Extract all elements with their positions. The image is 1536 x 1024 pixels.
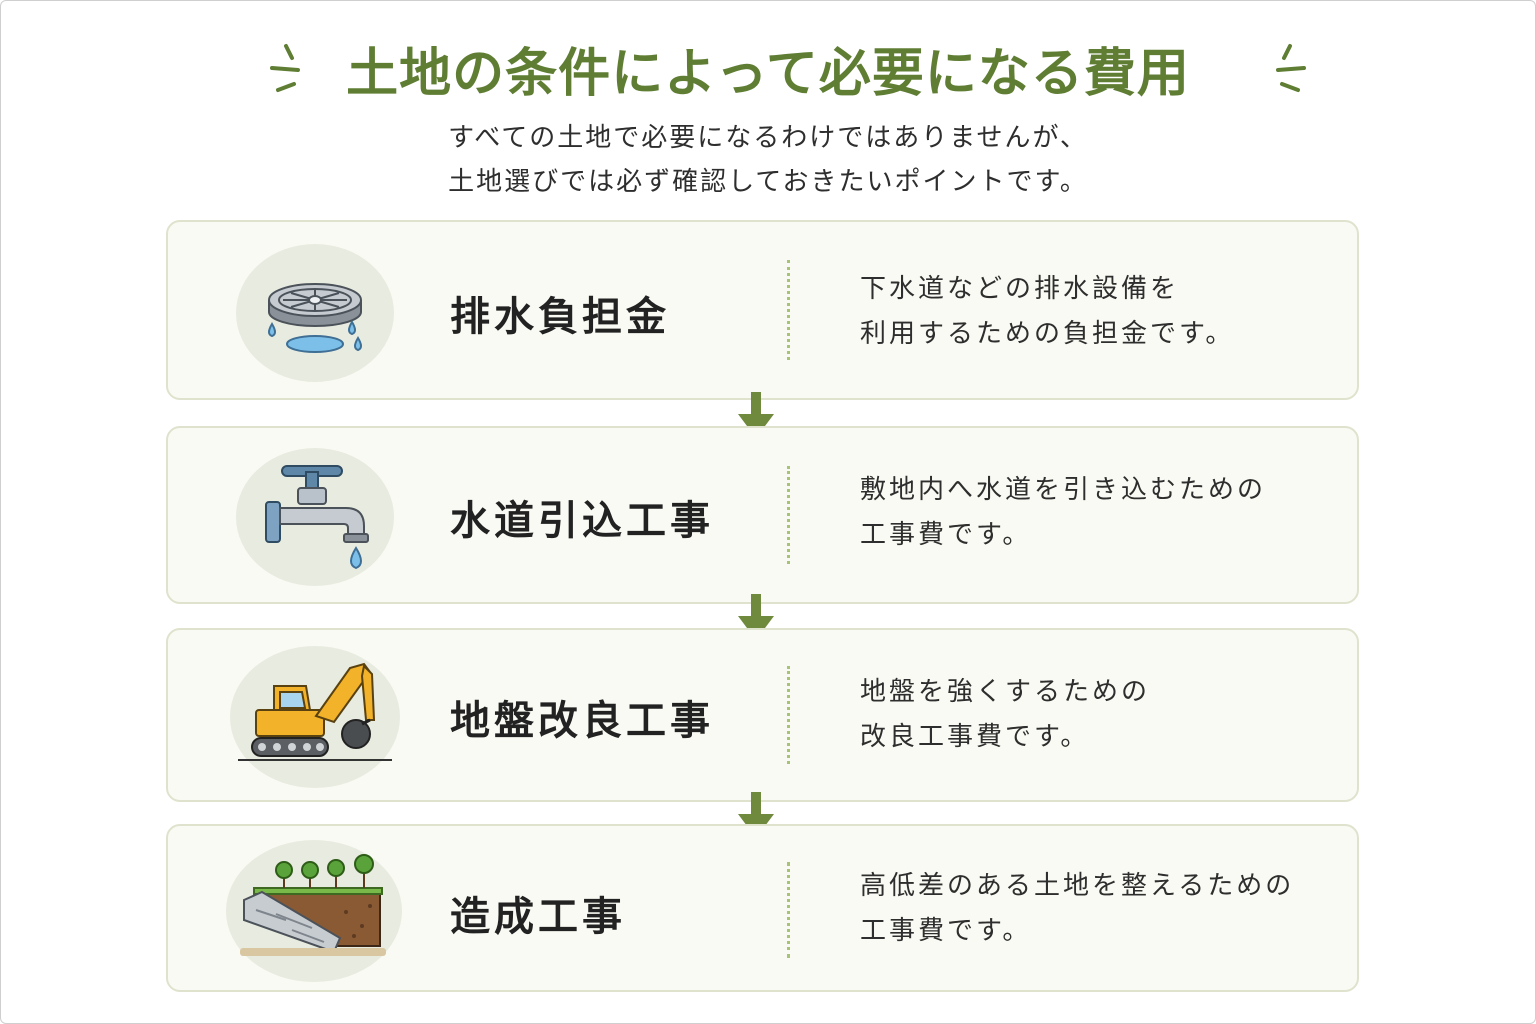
cost-card-ground-improvement: 地盤改良工事 地盤を強くするための 改良工事費です。	[166, 628, 1359, 802]
cost-description-line-2: 工事費です。	[860, 916, 1032, 946]
card-divider	[787, 466, 790, 564]
cost-name: 地盤改良工事	[450, 698, 714, 744]
cost-description: 地盤を強くするための 改良工事費です。	[860, 670, 1150, 760]
cost-description: 敷地内へ水道を引き込むための 工事費です。	[860, 468, 1266, 558]
cost-description-line-1: 地盤を強くするための	[860, 677, 1151, 707]
cost-name: 水道引込工事	[450, 498, 714, 544]
icon-circle	[230, 646, 400, 788]
cost-name: 造成工事	[450, 894, 626, 940]
cost-card-land-preparation: 造成工事 高低差のある土地を整えるための 工事費です。	[166, 824, 1359, 992]
cost-description-line-1: 高低差のある土地を整えるための	[860, 871, 1295, 901]
cost-description: 下水道などの排水設備を 利用するための負担金です。	[860, 267, 1234, 357]
card-divider	[787, 666, 790, 764]
title-area: 土地の条件によって必要になる費用	[0, 36, 1536, 112]
retaining-wall-icon	[240, 854, 386, 956]
excavator-icon	[238, 662, 392, 761]
page-title: 土地の条件によって必要になる費用	[346, 44, 1190, 104]
cost-description-line-2: 改良工事費です。	[860, 722, 1090, 752]
cost-description-line-1: 下水道などの排水設備を	[860, 274, 1180, 304]
left-sparkle-icon	[270, 44, 300, 92]
right-sparkle-icon	[1276, 44, 1306, 92]
cost-name: 排水負担金	[450, 294, 670, 340]
cost-description-line-2: 利用するための負担金です。	[860, 319, 1235, 349]
card-divider	[787, 260, 790, 360]
cost-card-water-supply: 水道引込工事 敷地内へ水道を引き込むための 工事費です。	[166, 426, 1359, 604]
subtitle-line-2: 土地選びでは必ず確認しておきたいポイントです。	[448, 167, 1088, 197]
subtitle: すべての土地で必要になるわけではありませんが、 土地選びでは必ず確認しておきたい…	[0, 116, 1536, 204]
cost-description-line-1: 敷地内へ水道を引き込むための	[860, 475, 1267, 505]
subtitle-line-1: すべての土地で必要になるわけではありませんが、	[448, 123, 1088, 153]
icon-circle	[236, 448, 394, 586]
cost-description-line-2: 工事費です。	[860, 520, 1032, 550]
cost-card-drainage: 排水負担金 下水道などの排水設備を 利用するための負担金です。	[166, 220, 1359, 400]
card-divider	[787, 862, 790, 958]
icon-circle	[226, 840, 402, 982]
icon-circle	[236, 244, 394, 382]
faucet-icon	[265, 465, 369, 570]
cost-description: 高低差のある土地を整えるための 工事費です。	[860, 864, 1294, 954]
drain-icon	[268, 283, 362, 353]
